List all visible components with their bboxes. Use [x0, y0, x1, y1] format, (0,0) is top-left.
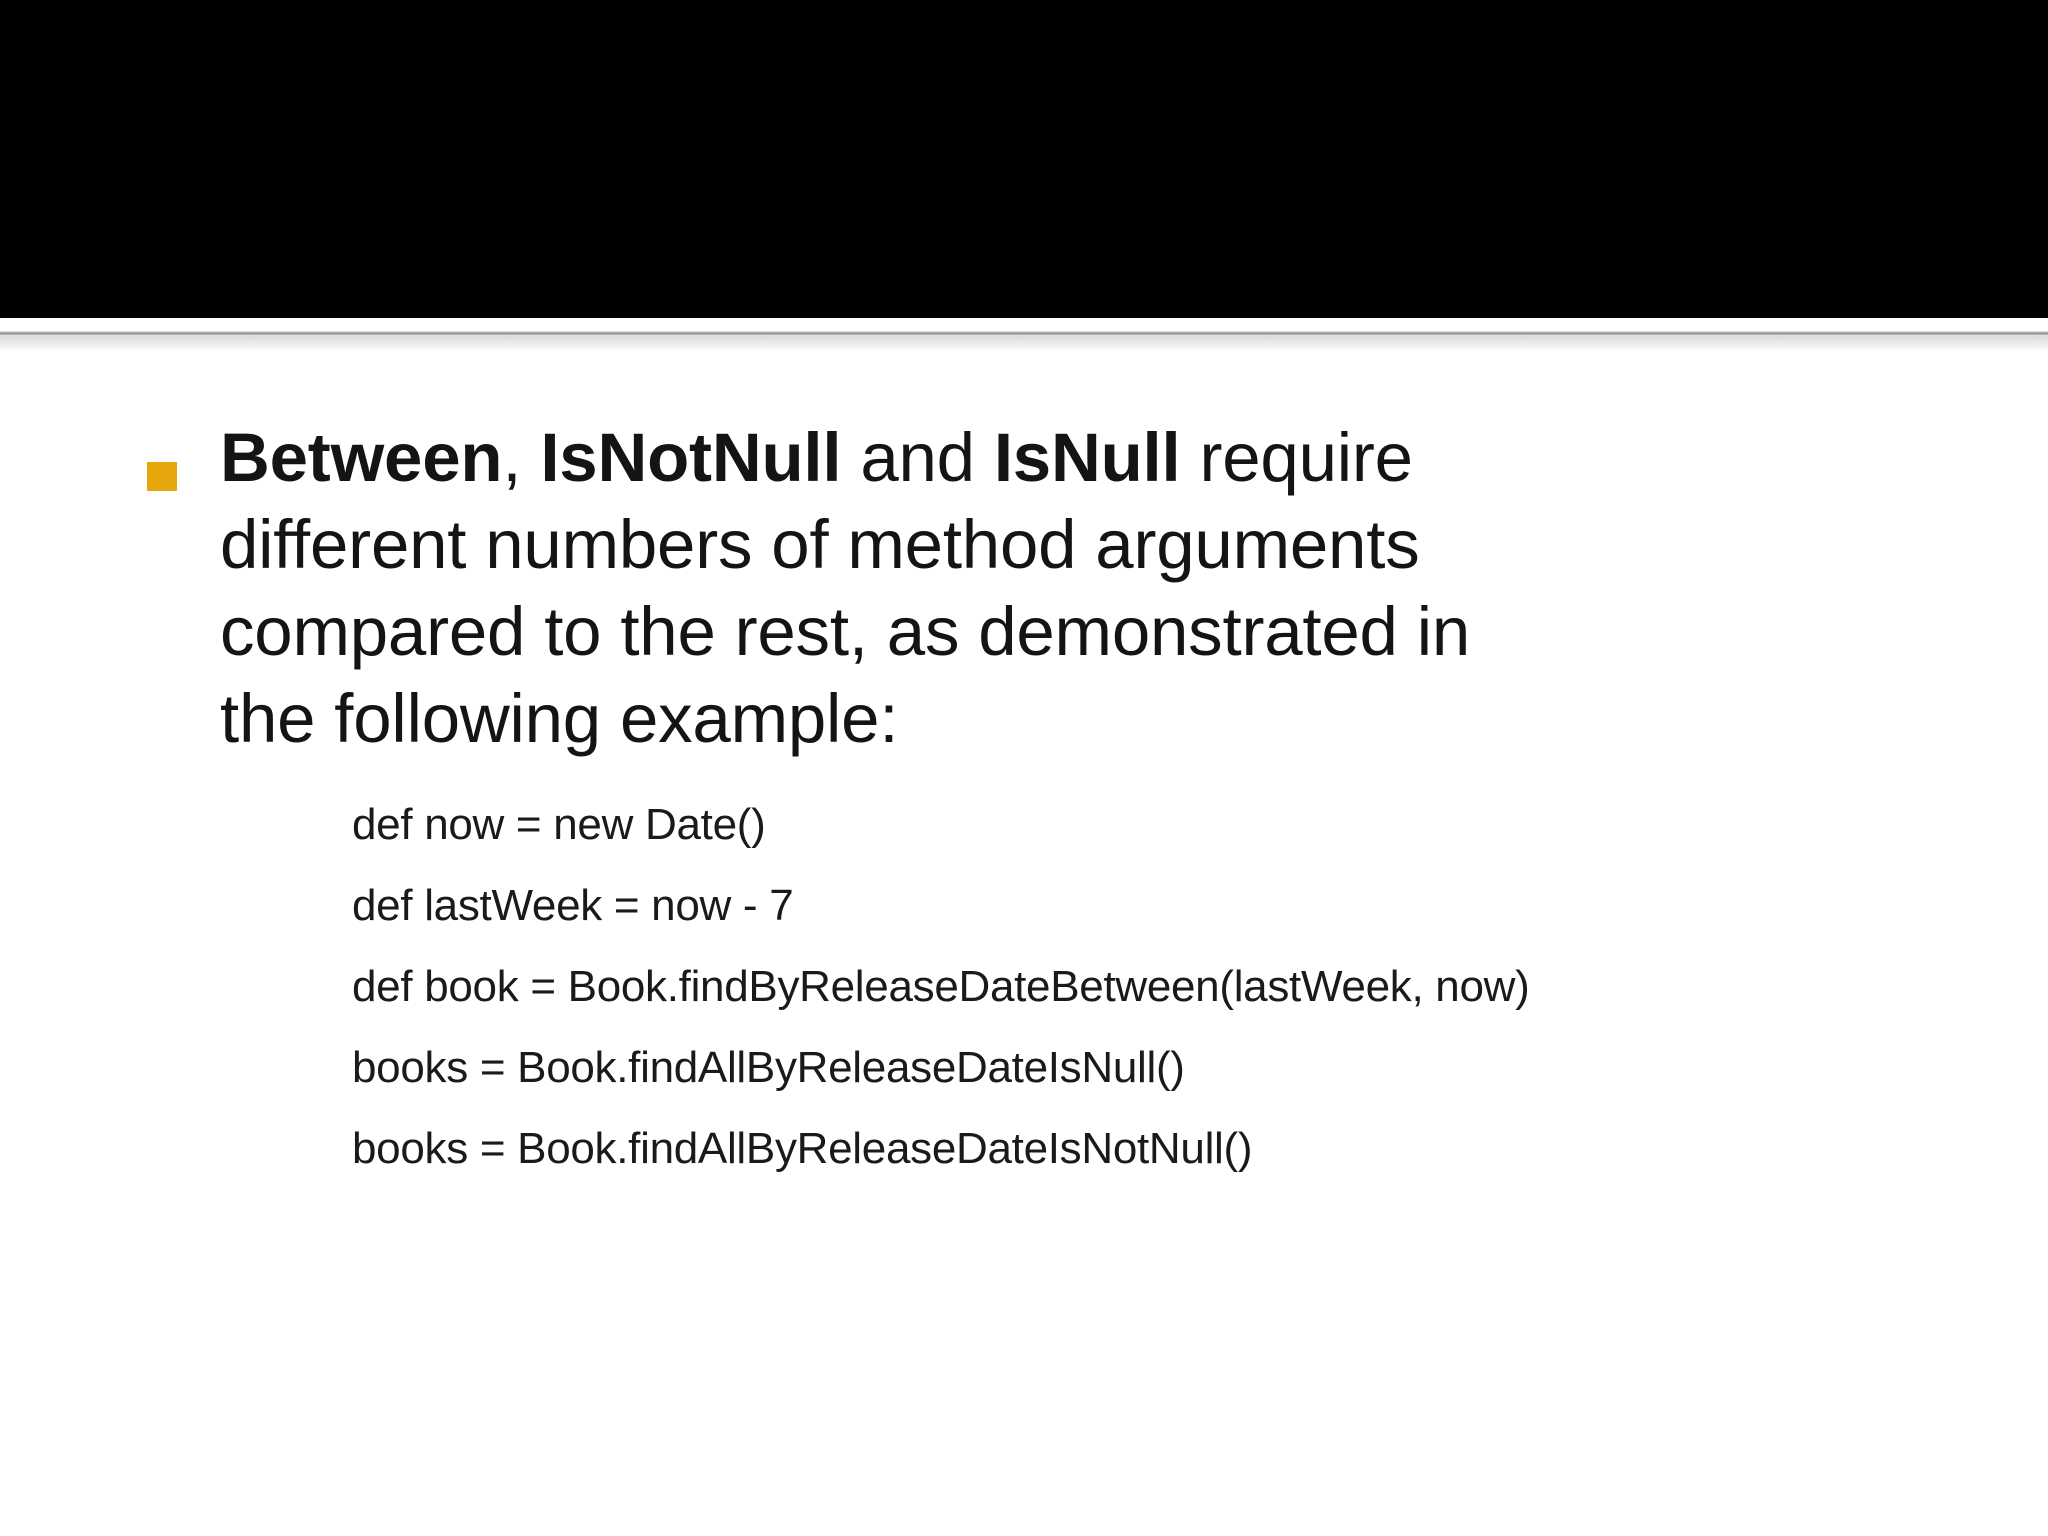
code-line: books = Book.findAllByReleaseDateIsNull(… — [352, 1043, 1185, 1092]
code-line: def now = new Date() — [352, 800, 766, 849]
slide-body: Between, IsNotNull and IsNull require di… — [0, 352, 2048, 1189]
bullet-text-run: , — [502, 419, 541, 496]
bullet-text-run: require different numbers of method argu… — [220, 419, 1471, 757]
code-line: def book = Book.findByReleaseDateBetween… — [352, 962, 1530, 1011]
header-divider — [0, 318, 2048, 352]
bullet-keyword: IsNotNull — [540, 419, 842, 496]
code-line: def lastWeek = now - 7 — [352, 881, 794, 930]
slide-header-banner — [0, 0, 2048, 318]
bullet-keyword: IsNull — [993, 419, 1181, 496]
divider-shadow — [0, 336, 2048, 352]
divider-line — [0, 331, 2048, 336]
bullet-text-run: and — [841, 419, 994, 496]
bullet-keyword: Between — [220, 419, 503, 496]
square-bullet-icon — [147, 462, 177, 491]
bullet-item: Between, IsNotNull and IsNull require di… — [0, 352, 2048, 762]
code-example-block: def now = new Date() def lastWeek = now … — [0, 784, 2048, 1189]
bullet-paragraph: Between, IsNotNull and IsNull require di… — [220, 352, 1550, 762]
code-line: books = Book.findAllByReleaseDateIsNotNu… — [352, 1124, 1253, 1173]
